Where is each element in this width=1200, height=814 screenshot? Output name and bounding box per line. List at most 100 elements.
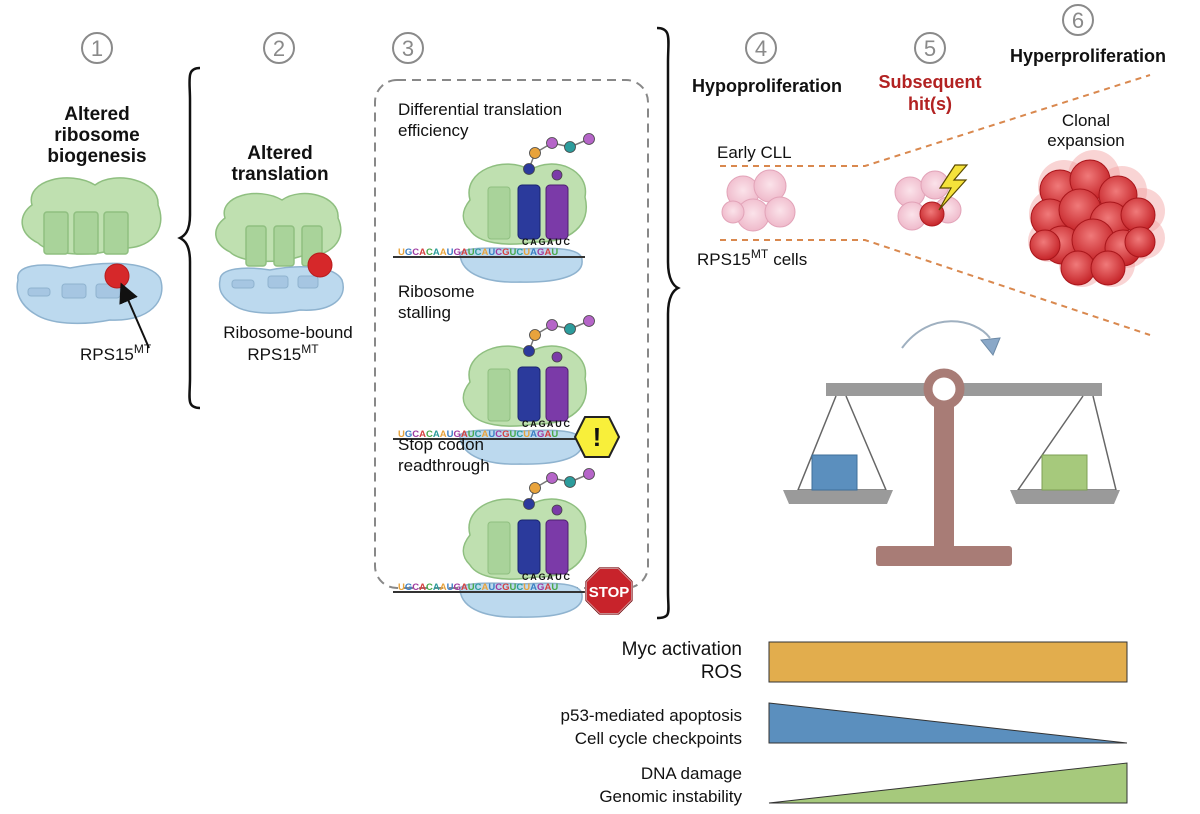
amino-acid — [546, 319, 558, 331]
ribosome-bound-label: Ribosome-bound — [223, 323, 352, 342]
step-number-circle — [81, 32, 113, 64]
trna-b — [545, 366, 569, 422]
rps15-mutation-dot — [104, 263, 130, 289]
amino-acid — [564, 141, 576, 153]
warning-mark: ! — [593, 422, 602, 452]
anticodon-letter: G — [539, 237, 546, 247]
ribosome-site — [487, 186, 511, 240]
right-weight — [1041, 454, 1088, 491]
clonal-expansion-label: expansion — [1047, 131, 1125, 150]
curly-brace-left — [177, 66, 201, 410]
rps15-mutation-dot — [307, 252, 333, 278]
trend-bar-label: Cell cycle checkpoints — [575, 729, 742, 748]
amino-acid — [551, 351, 563, 363]
mrna-sequence: UGCACAAUGAUCAUCGUCUAGAU — [398, 429, 558, 440]
step-number: 4 — [755, 36, 767, 61]
clonal-cell — [1029, 229, 1061, 261]
trend-bar — [768, 702, 1128, 744]
step-number: 5 — [924, 36, 936, 61]
anticodon-letter: G — [539, 572, 546, 582]
trna-b — [545, 519, 569, 575]
anticodon-letter: U — [555, 419, 562, 429]
anticodon-letter: U — [555, 572, 562, 582]
step-number: 2 — [273, 36, 285, 61]
anticodon-letter: A — [547, 419, 554, 429]
step-1: 1 Altered ribosome biogenesis RPS15MT — [16, 32, 163, 364]
step-number: 1 — [91, 36, 103, 61]
stop-sign-text: STOP — [589, 584, 630, 601]
trna-a — [517, 184, 541, 240]
step-title-line: Altered — [64, 104, 129, 125]
amino-acid — [564, 323, 576, 335]
anticodon-letter: A — [530, 419, 537, 429]
trna-a — [517, 519, 541, 575]
ribosome-small-subunit — [16, 262, 163, 325]
tilt-arrow — [901, 320, 991, 349]
rps15-label: RPS15MT — [80, 342, 152, 364]
step-title-line: translation — [231, 164, 328, 185]
anticodon-letter: G — [539, 419, 546, 429]
scale-pivot — [923, 368, 965, 410]
warning-icon — [573, 416, 621, 458]
anticodon-letter: A — [530, 237, 537, 247]
panel-title-line: Differential translation — [398, 100, 562, 119]
amino-acid — [523, 163, 535, 175]
panel-title-line: Ribosome — [398, 282, 475, 301]
amino-acid — [583, 468, 595, 480]
step-title-line: biogenesis — [47, 146, 146, 167]
balance-scale — [783, 368, 1120, 566]
curly-brace-right — [656, 26, 681, 620]
mrna-sequence: UGCACAAUGAUCAUCGUCUAGAU — [398, 247, 558, 258]
anticodon-letter: A — [547, 572, 554, 582]
tilt-arrow-head — [980, 337, 1001, 356]
anticodon-letter: C — [522, 237, 529, 247]
amino-acid — [523, 345, 535, 357]
panel-title-line: Stop codon — [398, 435, 484, 454]
anticodon-letter: U — [555, 237, 562, 247]
scale-post — [934, 396, 954, 546]
mrna-sequence: UGCACAAUGAUCAUCGUCUAGAU — [398, 582, 558, 593]
amino-acid — [551, 504, 563, 516]
early-cll-cell-cluster — [721, 169, 796, 232]
early-cll-label: Early CLL — [717, 143, 792, 162]
panel-title-line: readthrough — [398, 456, 490, 475]
anticodon-letter: C — [564, 419, 571, 429]
amino-acid — [551, 169, 563, 181]
anticodon-letter: C — [522, 572, 529, 582]
amino-acid — [583, 315, 595, 327]
amino-acid — [564, 476, 576, 488]
amino-acid — [523, 498, 535, 510]
trna-b — [545, 184, 569, 240]
anticodon-letter: C — [564, 237, 571, 247]
anticodon-letter: A — [530, 572, 537, 582]
amino-acid — [583, 133, 595, 145]
subsequent-hits-title: hit(s) — [908, 94, 952, 114]
step-number-circle — [914, 32, 946, 64]
scale-base — [876, 546, 1012, 566]
amino-acid — [529, 482, 541, 494]
step-title-line: ribosome — [54, 125, 140, 146]
step-title: Hyperproliferation — [1010, 46, 1166, 66]
clonal-cell-mass — [1028, 150, 1165, 287]
ribosome-site — [487, 521, 511, 575]
step-6: 6 Hyperproliferation Clonal expansion — [1010, 4, 1166, 287]
step-number-circle — [263, 32, 295, 64]
step-title-line: Altered — [247, 143, 312, 164]
panel-title-line: efficiency — [398, 121, 469, 140]
trend-bar-label: Genomic instability — [599, 787, 742, 806]
rps15-label: RPS15MT — [247, 342, 319, 364]
left-weight — [811, 454, 858, 491]
amino-acid — [529, 329, 541, 341]
amino-acid — [546, 137, 558, 149]
ribosome-site — [487, 368, 511, 422]
